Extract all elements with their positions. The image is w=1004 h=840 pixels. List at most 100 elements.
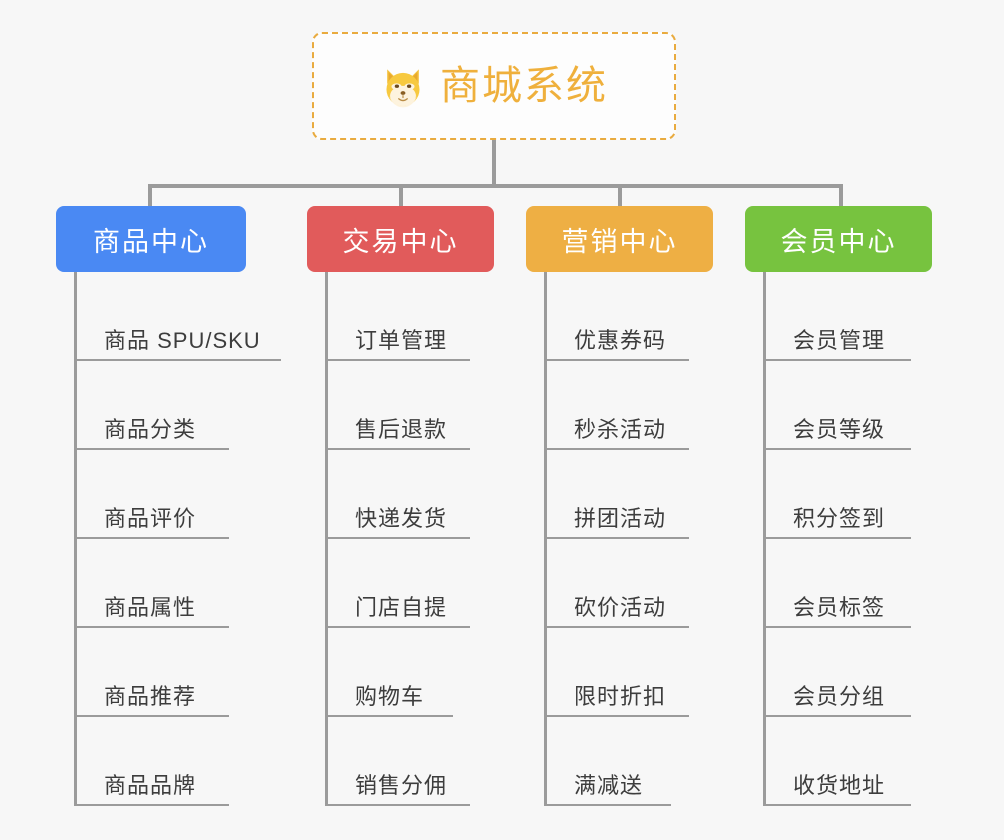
leaf-label: 商品推荐	[104, 684, 197, 709]
category-header-label: 营销中心	[561, 226, 678, 257]
leaf-label: 售后退款	[355, 417, 448, 442]
leaf-underline	[74, 537, 229, 539]
list-item[interactable]: 会员管理	[763, 272, 932, 361]
list-item[interactable]: 会员标签	[763, 539, 932, 628]
list-item[interactable]: 会员分组	[763, 628, 932, 717]
leaf-underline	[544, 715, 689, 717]
leaf-label: 购物车	[355, 684, 425, 709]
leaf-spine	[325, 272, 328, 806]
list-item[interactable]: 订单管理	[325, 272, 494, 361]
leaf-underline	[325, 537, 470, 539]
connector-drop-col-1	[148, 184, 152, 208]
leaf-underline	[325, 626, 470, 628]
root-title: 商城系统	[440, 64, 608, 108]
list-item[interactable]: 商品品牌	[74, 717, 246, 806]
leaf-underline	[544, 537, 689, 539]
leaf-list-marketing: 优惠券码 秒杀活动 拼团活动 砍价活动 限时折扣 满减送	[526, 272, 713, 806]
list-item[interactable]: 快递发货	[325, 450, 494, 539]
leaf-list-trade: 订单管理 售后退款 快递发货 门店自提 购物车 销售分佣	[307, 272, 494, 806]
leaf-underline	[544, 804, 671, 806]
leaf-label: 砍价活动	[574, 595, 667, 620]
list-item[interactable]: 会员等级	[763, 361, 932, 450]
leaf-underline	[325, 359, 470, 361]
leaf-label: 积分签到	[793, 506, 886, 531]
leaf-list-product: 商品 SPU/SKU 商品分类 商品评价 商品属性 商品推荐 商品品牌	[56, 272, 281, 806]
leaf-label: 商品 SPU/SKU	[104, 328, 261, 353]
list-item[interactable]: 砍价活动	[544, 539, 713, 628]
branch-column-marketing: 营销中心 优惠券码 秒杀活动 拼团活动 砍价活动 限时折扣	[526, 206, 713, 806]
branch-column-member: 会员中心 会员管理 会员等级 积分签到 会员标签 会员分组	[745, 206, 932, 806]
leaf-label: 商品品牌	[104, 773, 197, 798]
leaf-underline	[763, 448, 911, 450]
list-item[interactable]: 优惠券码	[544, 272, 713, 361]
leaf-label: 商品评价	[104, 506, 197, 531]
leaf-label: 商品属性	[104, 595, 197, 620]
category-header-label: 商品中心	[93, 226, 209, 257]
leaf-underline	[763, 537, 911, 539]
branch-column-trade: 交易中心 订单管理 售后退款 快递发货 门店自提 购物车	[307, 206, 494, 806]
category-header-product[interactable]: 商品中心	[56, 206, 246, 272]
leaf-underline	[74, 804, 229, 806]
list-item[interactable]: 商品评价	[74, 450, 246, 539]
list-item[interactable]: 拼团活动	[544, 450, 713, 539]
leaf-underline	[74, 626, 229, 628]
list-item[interactable]: 商品推荐	[74, 628, 246, 717]
list-item[interactable]: 秒杀活动	[544, 361, 713, 450]
list-item[interactable]: 购物车	[325, 628, 494, 717]
leaf-underline	[763, 359, 911, 361]
category-header-member[interactable]: 会员中心	[745, 206, 932, 272]
leaf-list-member: 会员管理 会员等级 积分签到 会员标签 会员分组 收货地址	[745, 272, 932, 806]
leaf-underline	[763, 626, 911, 628]
connector-drop-col-4	[839, 184, 843, 208]
leaf-underline	[763, 804, 911, 806]
leaf-underline	[325, 804, 470, 806]
leaf-underline	[325, 715, 453, 717]
category-header-label: 会员中心	[780, 226, 897, 257]
category-header-label: 交易中心	[342, 226, 459, 257]
leaf-label: 秒杀活动	[574, 417, 667, 442]
leaf-underline	[325, 448, 470, 450]
leaf-spine	[74, 272, 77, 806]
leaf-underline	[74, 359, 281, 361]
branch-column-product: 商品中心 商品 SPU/SKU 商品分类 商品评价 商品属性 商品推荐	[56, 206, 281, 806]
shiba-dog-face-icon	[380, 65, 426, 111]
leaf-label: 满减送	[574, 773, 644, 798]
leaf-label: 订单管理	[355, 328, 448, 353]
list-item[interactable]: 收货地址	[763, 717, 932, 806]
leaf-label: 会员等级	[793, 417, 886, 442]
list-item[interactable]: 商品属性	[74, 539, 246, 628]
list-item[interactable]: 商品 SPU/SKU	[74, 272, 281, 361]
leaf-label: 门店自提	[355, 595, 448, 620]
leaf-label: 会员分组	[793, 684, 886, 709]
list-item[interactable]: 销售分佣	[325, 717, 494, 806]
leaf-underline	[544, 359, 689, 361]
leaf-label: 拼团活动	[574, 506, 667, 531]
leaf-underline	[544, 626, 689, 628]
leaf-label: 优惠券码	[574, 328, 667, 353]
leaf-underline	[544, 448, 689, 450]
root-node-shop-system[interactable]: 商城系统	[312, 32, 676, 140]
leaf-label: 商品分类	[104, 417, 197, 442]
leaf-label: 会员管理	[793, 328, 886, 353]
leaf-spine	[763, 272, 766, 806]
list-item[interactable]: 商品分类	[74, 361, 246, 450]
list-item[interactable]: 售后退款	[325, 361, 494, 450]
category-header-trade[interactable]: 交易中心	[307, 206, 494, 272]
leaf-label: 限时折扣	[574, 684, 667, 709]
leaf-underline	[74, 448, 229, 450]
leaf-label: 销售分佣	[355, 773, 448, 798]
leaf-underline	[74, 715, 229, 717]
connector-drop-col-3	[618, 184, 622, 208]
list-item[interactable]: 满减送	[544, 717, 713, 806]
leaf-spine	[544, 272, 547, 806]
category-header-marketing[interactable]: 营销中心	[526, 206, 713, 272]
leaf-label: 收货地址	[793, 773, 886, 798]
list-item[interactable]: 积分签到	[763, 450, 932, 539]
list-item[interactable]: 门店自提	[325, 539, 494, 628]
leaf-label: 快递发货	[355, 506, 448, 531]
connector-drop-col-2	[399, 184, 403, 208]
leaf-label: 会员标签	[793, 595, 886, 620]
list-item[interactable]: 限时折扣	[544, 628, 713, 717]
leaf-underline	[763, 715, 911, 717]
